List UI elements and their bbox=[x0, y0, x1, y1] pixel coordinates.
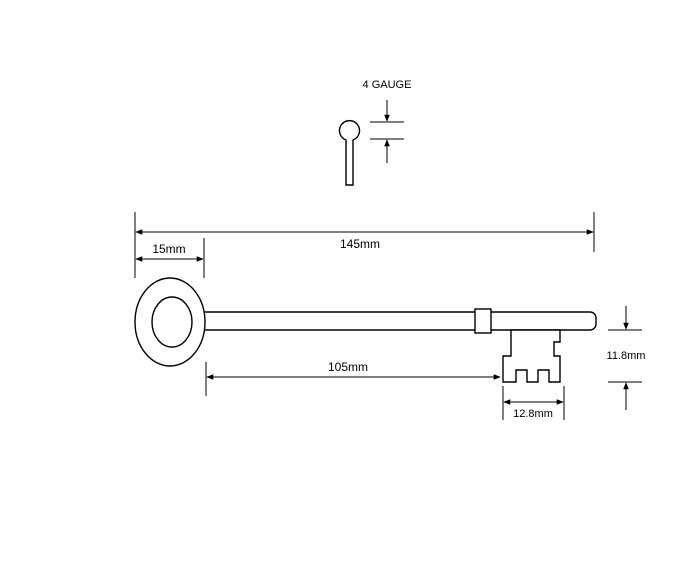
shank-length-label: 105mm bbox=[328, 360, 368, 374]
bit-height-dimension: 11.8mm bbox=[607, 306, 646, 410]
gauge-label: 4 GAUGE bbox=[363, 79, 412, 91]
bow-width-label: 15mm bbox=[152, 242, 185, 256]
overall-length-dimension: 145mm bbox=[134, 212, 595, 278]
bit-height-label: 11.8mm bbox=[607, 350, 646, 362]
bit-width-label: 12.8mm bbox=[513, 408, 553, 420]
overall-length-label: 145mm bbox=[340, 237, 380, 251]
key-bow-inner bbox=[151, 296, 193, 348]
key-collar bbox=[474, 308, 492, 334]
gauge-dimension: 4 GAUGE bbox=[363, 79, 412, 163]
bit-width-dimension: 12.8mm bbox=[502, 386, 565, 420]
gauge-profile bbox=[338, 119, 361, 186]
bow-width-dimension: 15mm bbox=[135, 238, 205, 278]
gauge-profile-shape bbox=[338, 119, 361, 186]
key-drawing bbox=[134, 277, 597, 383]
key-bit bbox=[502, 329, 561, 383]
shank-length-dimension: 105mm bbox=[205, 360, 501, 396]
key-shank bbox=[196, 311, 597, 331]
key-bow bbox=[134, 277, 206, 367]
